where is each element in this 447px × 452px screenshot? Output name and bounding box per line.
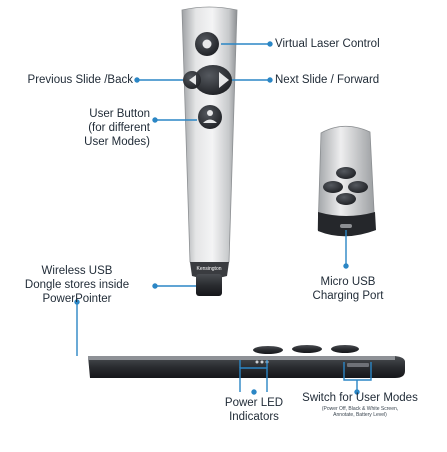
label-user-button-line1: User Button — [40, 107, 150, 121]
presenter-side-view — [88, 345, 405, 378]
label-power-led-line2: Indicators — [204, 410, 304, 424]
label-wireless-line1: Wireless USB — [12, 264, 142, 278]
presenter-main: Kensington — [182, 7, 237, 296]
label-wireless-line3: PowerPointer — [12, 292, 142, 306]
mode-switch-icon — [347, 363, 369, 367]
label-previous-slide: Previous Slide /Back — [20, 73, 133, 87]
label-switch-title: Switch for User Modes — [301, 391, 419, 405]
user-button-icon — [198, 105, 222, 129]
brand-logo-text: Kensington — [196, 266, 221, 272]
presenter-back-view — [318, 126, 376, 236]
label-virtual-laser: Virtual Laser Control — [275, 37, 380, 51]
usb-dongle-tip — [196, 274, 222, 296]
label-wireless-dongle: Wireless USB Dongle stores inside PowerP… — [12, 264, 142, 306]
label-power-led: Power LED Indicators — [204, 396, 304, 424]
label-switch-sub: (Power Off, Black & White Screen, Annota… — [301, 406, 419, 418]
user-head-icon — [207, 110, 213, 116]
laser-dot-icon — [203, 40, 212, 49]
label-user-button-line3: User Modes) — [40, 135, 150, 149]
label-power-led-line1: Power LED — [204, 396, 304, 410]
label-user-button-line2: (for different — [40, 121, 150, 135]
label-micro-usb: Micro USB Charging Port — [298, 275, 398, 303]
label-user-button: User Button (for different User Modes) — [40, 107, 150, 149]
label-next-slide: Next Slide / Forward — [275, 73, 379, 87]
label-switch-sub-line2: Annotate, Battery Level) — [301, 412, 419, 418]
micro-usb-port-icon — [340, 224, 352, 228]
label-wireless-line2: Dongle stores inside — [12, 278, 142, 292]
label-micro-usb-line1: Micro USB — [298, 275, 398, 289]
label-micro-usb-line2: Charging Port — [298, 289, 398, 303]
